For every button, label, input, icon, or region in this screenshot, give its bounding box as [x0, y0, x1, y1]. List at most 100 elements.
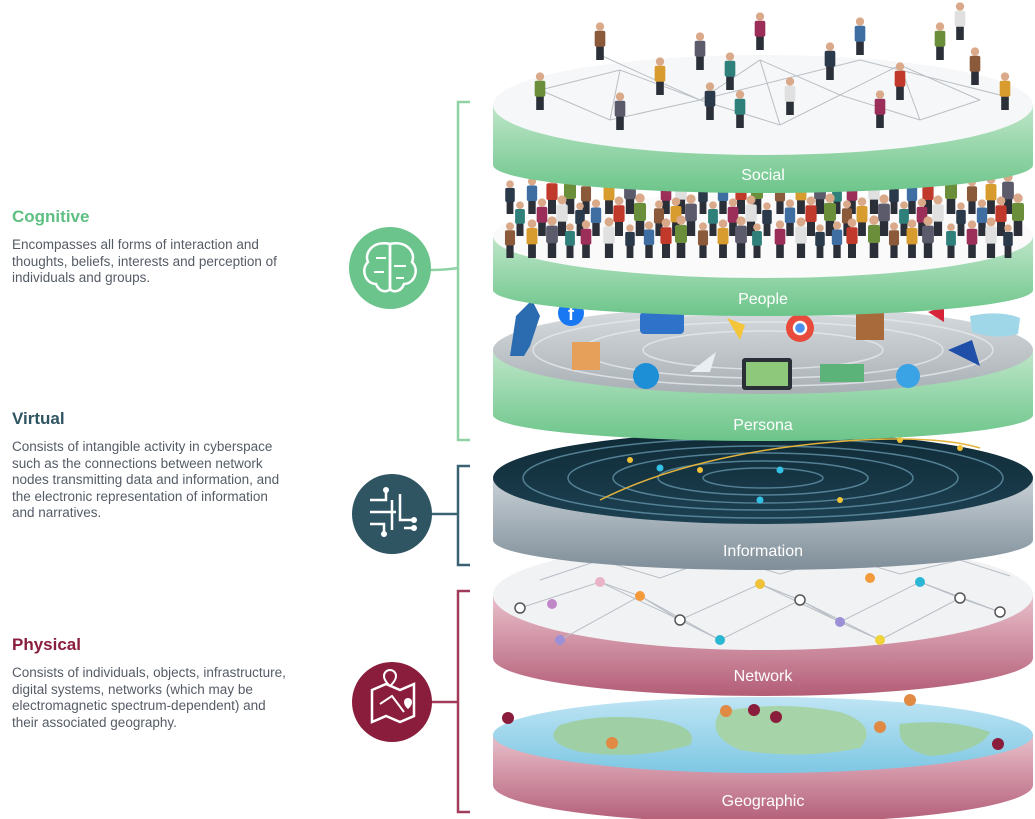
person-figure: [985, 217, 997, 258]
physical-title: Physical: [12, 635, 81, 654]
person-figure: [685, 194, 697, 236]
person-figure: [888, 222, 900, 258]
cognitive-title: Cognitive: [12, 207, 90, 226]
virtual-description: Consists of intangible activity in cyber…: [12, 439, 280, 520]
geographic-disc: Geographic: [493, 694, 1033, 819]
person-figure: [654, 57, 666, 95]
person-figure: [653, 200, 665, 236]
person-figure: [1003, 224, 1013, 258]
person-figure: [824, 42, 836, 80]
layer-label-persona: Persona: [733, 417, 793, 434]
person-figure: [504, 222, 516, 258]
map-pin-icon: [352, 662, 432, 742]
person-figure: [966, 178, 978, 214]
person-figure: [976, 199, 988, 236]
physical-description: Consists of individuals, objects, infras…: [12, 665, 286, 730]
person-figure: [580, 220, 592, 258]
person-figure: [526, 177, 538, 214]
cognitive-domain: Cognitive Encompasses all forms of inter…: [12, 207, 312, 287]
person-figure: [697, 222, 709, 258]
person-figure: [590, 199, 602, 236]
person-figure: [505, 180, 515, 214]
person-figure: [894, 62, 906, 100]
person-figure: [613, 196, 625, 236]
brain-icon: [349, 227, 431, 309]
physical-bracket: [456, 589, 470, 814]
virtual-domain: Virtual Consists of intangible activity …: [12, 409, 292, 522]
svg-text:f: f: [568, 304, 575, 324]
person-figure: [526, 219, 538, 258]
person-figure: [795, 217, 807, 258]
person-figure: [999, 72, 1011, 110]
person-figure: [784, 199, 796, 236]
person-figure: [874, 90, 886, 128]
person-figure: [932, 195, 944, 236]
person-figure: [946, 223, 956, 258]
person-figure: [565, 223, 575, 258]
person-figure: [899, 201, 909, 236]
persona-disc: f Persona: [493, 300, 1033, 441]
person-figure: [846, 218, 858, 258]
person-figure: [603, 217, 615, 258]
person-figure: [717, 219, 729, 258]
person-figure: [724, 52, 736, 90]
person-figure: [774, 220, 786, 258]
person-figure: [805, 196, 817, 236]
person-figure: [754, 12, 766, 50]
person-figure: [762, 202, 772, 236]
person-figure: [1011, 193, 1025, 236]
person-figure: [752, 223, 762, 258]
layer-label-geographic: Geographic: [722, 793, 805, 810]
layer-label-information: Information: [723, 543, 803, 560]
person-figure: [594, 22, 606, 60]
physical-domain: Physical Consists of individuals, object…: [12, 635, 292, 731]
person-figure: [934, 22, 946, 60]
person-figure: [536, 198, 548, 236]
person-figure: [643, 221, 655, 258]
person-figure: [633, 193, 647, 236]
person-figure: [625, 224, 635, 258]
person-figure: [727, 198, 739, 236]
layer-label-people: People: [738, 291, 788, 308]
person-figure: [515, 201, 525, 236]
person-figure: [954, 2, 966, 40]
person-figure: [704, 82, 716, 120]
person-figure: [906, 219, 918, 258]
social-disc: Social: [493, 2, 1033, 193]
virtual-bracket: [456, 464, 470, 567]
minecraft-avatar: [572, 342, 600, 370]
person-figure: [784, 77, 796, 115]
layer-label-social: Social: [741, 167, 785, 184]
person-figure: [985, 175, 997, 214]
person-figure: [735, 216, 747, 258]
social-people: [534, 2, 1011, 130]
person-figure: [969, 47, 981, 85]
person-figure: [614, 92, 626, 130]
people-disc: People: [493, 171, 1033, 316]
person-figure: [575, 202, 585, 236]
cognitive-description: Encompasses all forms of interaction and…: [12, 237, 277, 285]
cognitive-bracket: [456, 100, 470, 442]
person-figure: [674, 215, 688, 258]
person-figure: [745, 195, 757, 236]
person-figure: [867, 215, 881, 258]
person-figure: [694, 32, 706, 70]
information-disc: Information: [493, 432, 1033, 570]
person-figure: [734, 90, 746, 128]
person-figure: [708, 201, 718, 236]
person-figure: [534, 72, 546, 110]
circuit-icon: [352, 474, 432, 554]
person-figure: [556, 195, 568, 236]
person-figure: [995, 196, 1007, 236]
person-figure: [956, 202, 966, 236]
person-figure: [854, 17, 866, 55]
person-figure: [660, 218, 672, 258]
network-disc: Network: [493, 540, 1033, 696]
person-figure: [831, 221, 843, 258]
layer-label-network: Network: [734, 668, 794, 685]
edge-logo: [633, 363, 659, 389]
person-figure: [922, 216, 934, 258]
person-figure: [546, 216, 558, 258]
person-figure: [856, 197, 868, 236]
